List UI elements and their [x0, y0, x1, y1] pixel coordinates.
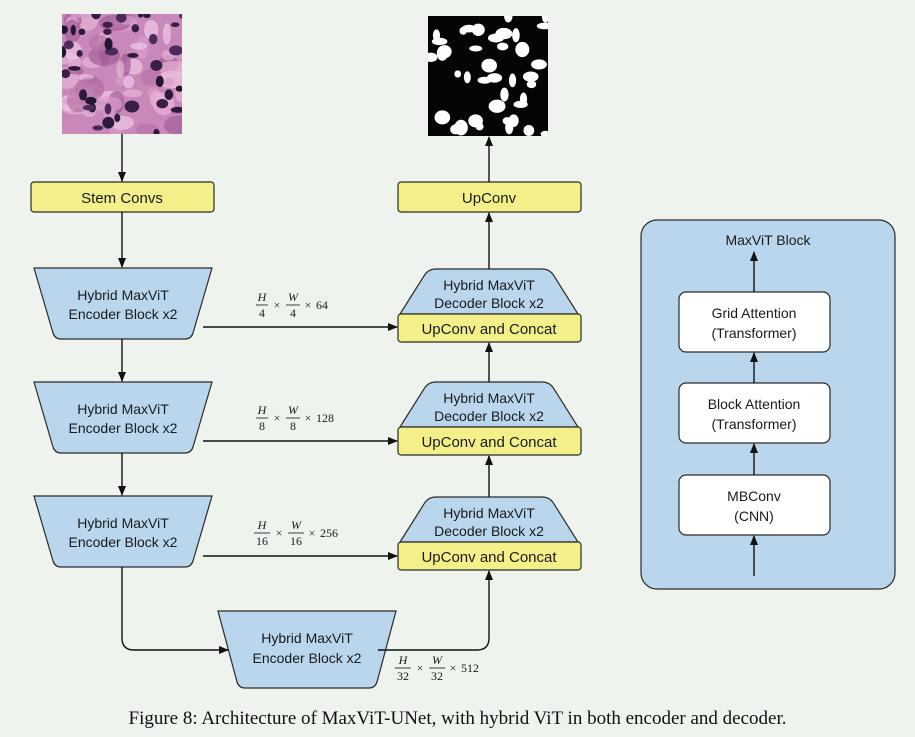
svg-text:8: 8 [259, 419, 265, 433]
svg-text:W: W [288, 290, 299, 304]
block-attention-box [678, 382, 831, 444]
svg-text:×: × [417, 661, 424, 675]
svg-text:16: 16 [256, 534, 268, 548]
svg-text:×: × [305, 298, 312, 312]
upconv-block: UpConv [397, 181, 582, 213]
stem-convs-block: Stem Convs [30, 181, 215, 213]
svg-text:64: 64 [316, 298, 328, 312]
decoder-subtitle: Decoder Block x2 [434, 523, 544, 539]
decoder-block-3: Hybrid MaxViT Decoder Block x2 [398, 496, 580, 543]
svg-text:4: 4 [290, 306, 296, 320]
encoder-block-3: Hybrid MaxViT Encoder Block x2 [33, 495, 213, 568]
skip-label-4: H 32 × W 32 × 512 [395, 653, 479, 683]
svg-text:H: H [257, 518, 268, 532]
encoder-subtitle: Encoder Block x2 [253, 650, 362, 666]
svg-text:×: × [274, 298, 281, 312]
decoder-arrows [378, 136, 493, 651]
upconv-concat-label: UpConv and Concat [421, 434, 557, 451]
svg-text:W: W [291, 518, 302, 532]
upconv-concat-label: UpConv and Concat [421, 549, 557, 566]
architecture-diagram: Stem Convs UpConv Hybrid MaxViT Encoder … [30, 14, 896, 689]
svg-text:×: × [309, 526, 316, 540]
svg-text:256: 256 [320, 526, 338, 540]
svg-text:×: × [305, 411, 312, 425]
encoder-arrows [118, 134, 229, 654]
upconv-concat-block-1: UpConv and Concat [397, 313, 582, 343]
grid-attention-label: Grid Attention [712, 305, 797, 321]
mbconv-label: MBConv [727, 488, 781, 504]
decoder-block-2: Hybrid MaxViT Decoder Block x2 [398, 381, 580, 428]
decoder-title: Hybrid MaxViT [443, 505, 535, 521]
encoder-subtitle: Encoder Block x2 [69, 534, 178, 550]
svg-text:16: 16 [290, 534, 302, 548]
upconv-concat-block-3: UpConv and Concat [397, 541, 582, 571]
decoder-title: Hybrid MaxViT [443, 277, 535, 293]
svg-text:H: H [398, 653, 409, 667]
grid-attention-box [678, 291, 831, 353]
decoder-subtitle: Decoder Block x2 [434, 295, 544, 311]
upconv-label: UpConv [462, 190, 517, 207]
decoder-subtitle: Decoder Block x2 [434, 408, 544, 424]
mbconv-box [678, 474, 831, 536]
skip-label-3: H 16 × W 16 × 256 [254, 518, 338, 548]
encoder-title: Hybrid MaxViT [77, 401, 169, 417]
encoder-title: Hybrid MaxViT [77, 515, 169, 531]
decoder-block-1: Hybrid MaxViT Decoder Block x2 [398, 268, 580, 315]
input-image [62, 14, 182, 134]
maxvit-block-title: MaxViT Block [725, 232, 811, 248]
skip-label-1: H 4 × W 4 × 64 [256, 290, 328, 320]
svg-text:W: W [288, 403, 299, 417]
svg-text:8: 8 [290, 419, 296, 433]
svg-text:512: 512 [461, 661, 479, 675]
svg-text:128: 128 [316, 411, 334, 425]
output-mask-image [428, 16, 548, 136]
svg-text:×: × [450, 661, 457, 675]
svg-text:32: 32 [397, 669, 409, 683]
encoder-title: Hybrid MaxViT [261, 630, 353, 646]
skip-label-2: H 8 × W 8 × 128 [256, 403, 334, 433]
svg-text:4: 4 [259, 306, 265, 320]
stem-convs-label: Stem Convs [81, 190, 163, 207]
encoder-block-1: Hybrid MaxViT Encoder Block x2 [33, 267, 213, 340]
figure-caption: Figure 8: Architecture of MaxViT-UNet, w… [128, 708, 787, 729]
grid-attention-sublabel: (Transformer) [711, 325, 796, 341]
encoder-block-4: Hybrid MaxViT Encoder Block x2 [217, 610, 397, 689]
maxvit-block-panel: MaxViT Block Grid Attention (Transformer… [640, 219, 896, 590]
upconv-concat-label: UpConv and Concat [421, 321, 557, 338]
svg-text:×: × [276, 526, 283, 540]
svg-text:×: × [274, 411, 281, 425]
svg-text:32: 32 [431, 669, 443, 683]
mbconv-sublabel: (CNN) [734, 508, 774, 524]
svg-text:H: H [257, 403, 268, 417]
encoder-subtitle: Encoder Block x2 [69, 420, 178, 436]
decoder-title: Hybrid MaxViT [443, 390, 535, 406]
block-attention-label: Block Attention [708, 396, 801, 412]
block-attention-sublabel: (Transformer) [711, 416, 796, 432]
svg-text:W: W [432, 653, 443, 667]
encoder-block-2: Hybrid MaxViT Encoder Block x2 [33, 381, 213, 454]
svg-text:H: H [257, 290, 268, 304]
encoder-subtitle: Encoder Block x2 [69, 306, 178, 322]
upconv-concat-block-2: UpConv and Concat [397, 426, 582, 456]
skip-arrows [203, 323, 398, 560]
encoder-title: Hybrid MaxViT [77, 287, 169, 303]
